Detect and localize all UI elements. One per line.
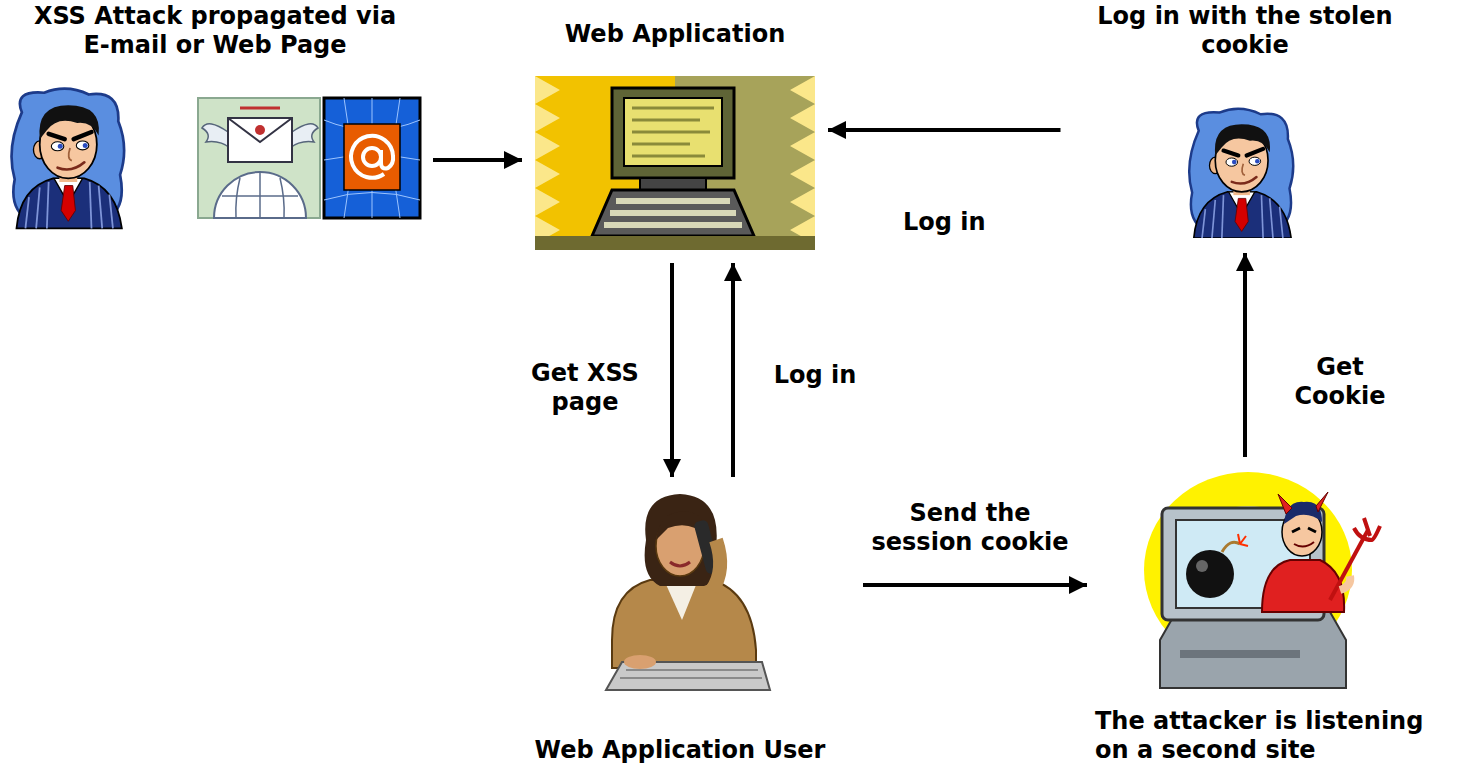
user-icon [612,580,756,668]
email-icon [214,172,306,218]
web-page-icon [363,148,381,166]
flow-arrow [433,158,522,162]
user-icon [670,562,690,566]
figure-caption: Log in with the stolen cookie [1073,2,1418,60]
attacker-site-icon [1340,576,1350,590]
web-page-icon [324,98,420,218]
figure-node: Web Application User [505,485,855,765]
user-icon [624,655,656,669]
flow-arrow [863,583,1087,587]
web-application-icon [610,210,736,216]
web-page-icon [324,98,420,218]
figure-node: Web Application [530,20,820,255]
email-icon [259,172,261,218]
email-icon [198,98,320,218]
figure-caption: XSS Attack propagated via E-mail or Web … [30,2,400,60]
email-icon [228,118,292,142]
web-application-icon [632,108,714,156]
web-application-icon [632,155,705,158]
edge-label: Log in [753,361,877,390]
figure-caption: The attacker is listening on a second si… [1095,707,1457,765]
figure-caption: Web Application User [535,736,826,765]
web-application-icon [632,131,710,134]
figure-node: Log in with the stolen cookie [1069,2,1422,245]
web-application-icon [640,178,706,190]
attacker-site-icon [1316,492,1328,512]
email-icon [280,178,284,218]
attacker-site-icon [1354,518,1380,540]
email-icon [255,125,265,135]
flow-arrow [828,128,1061,132]
web-application-icon [604,198,742,228]
web-application-icon [535,76,815,250]
attacker-site-icon [1238,534,1248,546]
flow-arrow [1243,253,1247,457]
web-application-icon [535,236,815,250]
web-page-icon [324,98,420,218]
figure-node: XSS Attack propagated via E-mail or Web … [5,2,425,240]
web-page-icon [344,124,400,190]
attacker-site-icon [1330,530,1368,600]
user-icon [620,677,762,679]
email-icon [236,178,240,218]
web-application-icon [612,88,734,178]
figure-caption: Web Application [565,20,786,49]
web-application-icon [632,143,690,146]
web-application-icon [535,76,815,250]
web-application-icon [632,107,714,110]
user-icon [712,540,720,590]
email-icon [222,195,298,197]
attacker-site-icon [1186,550,1234,598]
figure-node: The attacker is listening on a second si… [1095,465,1467,765]
attacker-site-icon [1196,560,1208,572]
web-page-icon [351,136,393,178]
attacker-site-icon [1294,542,1314,547]
web-application-icon [624,98,722,166]
web-application-icon [604,222,742,228]
edge-label: Send the session cookie [858,499,1082,557]
web-application-icon [592,190,754,236]
email-icon [228,118,292,162]
edge-label: Log in [872,208,1016,237]
attacker-site-icon [1160,612,1346,688]
email-icon [202,124,230,148]
edge-label: Get XSS page [508,359,662,417]
web-application-icon [790,76,815,244]
user-icon [620,670,762,678]
web-application-icon [535,76,815,244]
email-icon [222,172,298,218]
attacker-site-icon [1292,528,1316,532]
flow-arrow [670,263,674,477]
attacker-icon [12,89,125,229]
email-icon [290,124,318,148]
attacker-icon [1189,109,1293,238]
attacker-site-icon [1180,650,1300,658]
web-application-icon [616,198,730,204]
email-icon [198,98,320,218]
web-application-icon [632,119,700,122]
email-icon [240,107,280,110]
attacker-site-icon [1222,542,1240,552]
web-page-icon [351,136,393,178]
web-application-icon [535,76,560,244]
attacker-site-icon [1278,494,1292,514]
attacker-site-icon [1144,472,1380,688]
attacker-site-icon [1262,560,1344,612]
user-icon [606,494,770,690]
edge-label: Get Cookie [1273,353,1407,411]
flow-arrow [731,263,735,477]
user-icon [626,669,758,671]
